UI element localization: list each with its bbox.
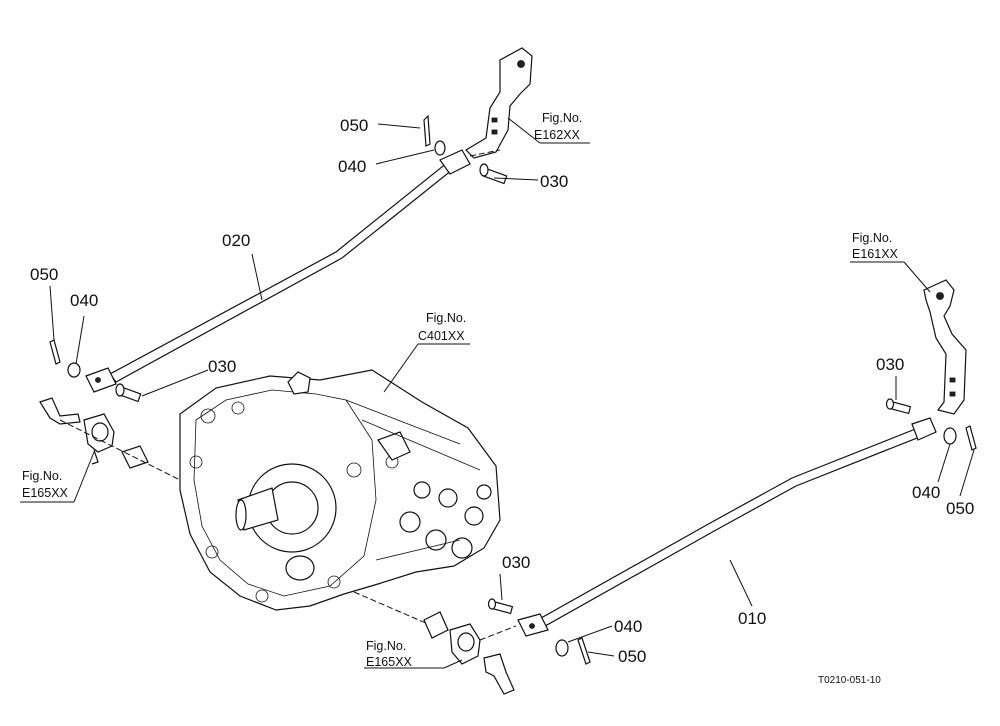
figref-e165-left-label: Fig.No. bbox=[22, 469, 62, 483]
callout-020: 020 bbox=[222, 231, 250, 250]
upper-bracket bbox=[465, 47, 533, 159]
callout-040-top: 040 bbox=[338, 157, 366, 176]
figref-e162-label: Fig.No. bbox=[542, 111, 582, 125]
callout-050-right: 050 bbox=[946, 499, 974, 518]
split-pin-bottom bbox=[577, 637, 591, 665]
callout-040-bottom: 040 bbox=[614, 617, 642, 636]
split-pin-left bbox=[49, 339, 61, 365]
washer-right bbox=[943, 427, 957, 445]
figref-e165-bottom-label: Fig.No. bbox=[366, 639, 406, 653]
callout-010: 010 bbox=[738, 609, 766, 628]
washer-bottom bbox=[555, 639, 569, 657]
figref-e162-code: E162XX bbox=[534, 128, 581, 142]
callout-040-right: 040 bbox=[912, 483, 940, 502]
washer-left bbox=[67, 362, 81, 378]
pin-right bbox=[885, 398, 912, 415]
callout-050-left: 050 bbox=[30, 265, 58, 284]
callout-030-top: 030 bbox=[540, 172, 568, 191]
right-bracket bbox=[923, 279, 967, 415]
callout-labels: 050 040 030 020 050 040 030 030 040 050 … bbox=[30, 116, 974, 666]
figref-e161-label: Fig.No. bbox=[852, 231, 892, 245]
figref-c401-code: C401XX bbox=[418, 329, 465, 343]
figure-references: Fig.No. E162XX Fig.No. E161XX Fig.No. C4… bbox=[22, 111, 899, 669]
pin-bottom bbox=[487, 598, 514, 615]
washer-top bbox=[434, 140, 446, 156]
left-lever-assembly bbox=[39, 397, 149, 469]
figref-e165-bottom-code: E165XX bbox=[366, 655, 413, 669]
callout-030-bottom: 030 bbox=[502, 553, 530, 572]
rod-020 bbox=[85, 149, 471, 393]
leader-lines bbox=[20, 117, 975, 669]
bottom-lever-assembly bbox=[423, 611, 515, 695]
pin-left bbox=[115, 383, 142, 403]
split-pin-right bbox=[965, 425, 977, 451]
callout-030-left: 030 bbox=[208, 357, 236, 376]
drawing-code: T0210-051-10 bbox=[818, 675, 881, 686]
split-pin-top bbox=[423, 114, 431, 147]
figref-e165-left-code: E165XX bbox=[22, 486, 69, 500]
callout-050-top: 050 bbox=[340, 116, 368, 135]
callout-050-bottom: 050 bbox=[618, 647, 646, 666]
figref-c401-label: Fig.No. bbox=[426, 311, 466, 325]
pin-top bbox=[479, 163, 508, 185]
rod-010 bbox=[517, 417, 937, 637]
figref-e161-code: E161XX bbox=[852, 247, 899, 261]
transmission-housing bbox=[179, 369, 501, 611]
callout-040-left: 040 bbox=[70, 291, 98, 310]
callout-030-right: 030 bbox=[876, 355, 904, 374]
